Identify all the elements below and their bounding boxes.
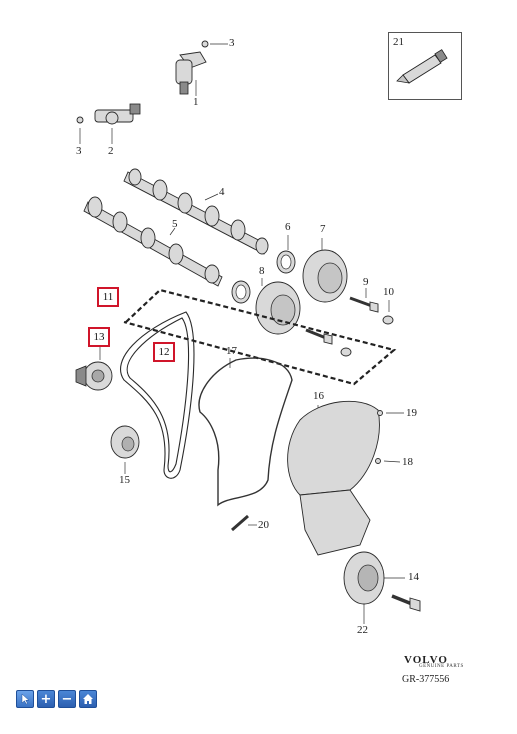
timing-belt-part-12 xyxy=(120,311,195,479)
callout-11-highlighted[interactable]: 11 xyxy=(97,287,119,307)
callout-17[interactable]: 17 xyxy=(226,345,237,357)
cam-pulleys xyxy=(255,249,348,335)
bolts-and-washers xyxy=(305,296,394,357)
callout-22[interactable]: 22 xyxy=(357,624,368,636)
callout-20[interactable]: 20 xyxy=(258,519,269,531)
diagram-code: GR-377556 xyxy=(402,674,450,685)
callout-15[interactable]: 15 xyxy=(119,474,130,486)
diagram-toolbar: + − xyxy=(16,690,97,708)
callout-4[interactable]: 4 xyxy=(219,186,225,198)
stud-part-20 xyxy=(231,514,249,532)
callout-9[interactable]: 9 xyxy=(363,276,369,288)
callout-2[interactable]: 2 xyxy=(108,145,114,157)
callout-14[interactable]: 14 xyxy=(408,571,419,583)
tensioner-part-13 xyxy=(75,361,113,391)
callout-3-top[interactable]: 3 xyxy=(229,37,235,49)
callout-1[interactable]: 1 xyxy=(193,96,199,108)
crank-pulley-part-22 xyxy=(343,551,421,612)
home-icon xyxy=(83,694,93,704)
zoom-in-button[interactable]: + xyxy=(37,690,55,708)
gasket-part-17 xyxy=(198,357,293,507)
callout-13-highlighted[interactable]: 13 xyxy=(88,327,110,347)
callout-19[interactable]: 19 xyxy=(406,407,417,419)
timing-cover-part-16 xyxy=(287,400,383,556)
callout-21[interactable]: 21 xyxy=(393,36,404,48)
callout-10[interactable]: 10 xyxy=(383,286,394,298)
zoom-out-button[interactable]: − xyxy=(58,690,76,708)
solenoid-valve-part-1 xyxy=(175,40,209,95)
pointer-tool-button[interactable] xyxy=(16,690,34,708)
camshaft-part-4 xyxy=(123,168,269,255)
inset-box-part-21: 21 xyxy=(388,32,462,100)
pointer-icon xyxy=(21,693,30,705)
callout-3-bottom[interactable]: 3 xyxy=(76,145,82,157)
home-button[interactable] xyxy=(79,690,97,708)
callout-12-highlighted[interactable]: 12 xyxy=(153,342,175,362)
callout-18[interactable]: 18 xyxy=(402,456,413,468)
crank-sprocket-part-15 xyxy=(110,425,140,459)
zoom-in-icon: + xyxy=(40,691,52,707)
camshaft-part-5 xyxy=(83,196,223,287)
brand-tagline: GENUINE PARTS xyxy=(419,664,464,669)
callout-6[interactable]: 6 xyxy=(285,221,291,233)
seals xyxy=(231,250,296,304)
callout-8[interactable]: 8 xyxy=(259,265,265,277)
sealant-tube-icon xyxy=(396,49,448,84)
brand-logo: VOLVO xyxy=(404,654,448,666)
zoom-out-icon: − xyxy=(61,691,73,707)
callout-7[interactable]: 7 xyxy=(320,223,326,235)
sensor-part-2 xyxy=(76,103,141,125)
callout-5[interactable]: 5 xyxy=(172,218,178,230)
callout-16[interactable]: 16 xyxy=(313,390,324,402)
